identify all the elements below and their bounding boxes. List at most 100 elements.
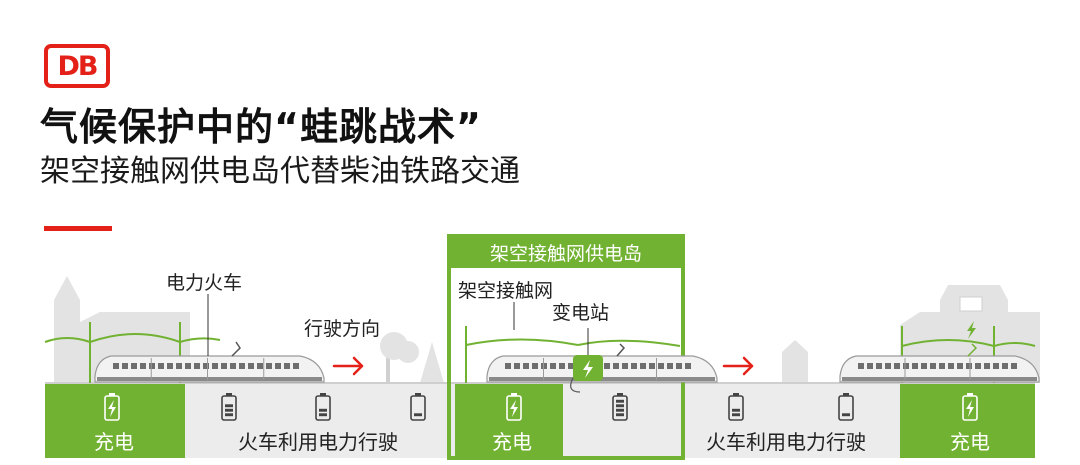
train-window (975, 363, 981, 369)
tree-trunk (386, 356, 390, 384)
battery-icon (221, 393, 237, 421)
train-window (676, 363, 682, 369)
tree-left-2 (397, 341, 419, 363)
lightning-icon (967, 321, 976, 339)
train-window (1011, 363, 1017, 369)
train-window (658, 363, 664, 369)
page-title: 气候保护中的“蛙跳战术” (40, 105, 482, 149)
train-window (158, 363, 164, 369)
db-logo: DB (44, 44, 110, 88)
arrow-right-icon-2 (722, 356, 754, 376)
train-stripe (842, 377, 1037, 381)
pantograph-left (231, 341, 241, 357)
train-window (930, 363, 936, 369)
substation-icon (570, 328, 603, 393)
train-window (912, 363, 918, 369)
train-window (176, 363, 182, 369)
train-window (239, 363, 245, 369)
train-window (939, 363, 945, 369)
train-window (685, 363, 691, 369)
ground-label-driving-left: 火车利用电力行驶 (238, 430, 398, 454)
pantograph-island (616, 343, 626, 357)
town-hall-window (959, 296, 983, 312)
lightning-icon (510, 400, 518, 417)
db-logo-text: DB (57, 50, 99, 82)
catenary-island (465, 326, 681, 383)
church-tower (54, 276, 80, 383)
train-window (185, 363, 191, 369)
train-window (167, 363, 173, 369)
train-window (631, 363, 637, 369)
train-window (894, 363, 900, 369)
battery-icon (104, 393, 120, 421)
train-window (140, 363, 146, 369)
train-window (559, 363, 565, 369)
battery-icon (315, 393, 331, 421)
train-window (667, 363, 673, 369)
train-window (275, 363, 281, 369)
train-window (957, 363, 963, 369)
train-window (921, 363, 927, 369)
train-window (604, 363, 610, 369)
train-window (613, 363, 619, 369)
label-electric-train: 电力火车 (166, 272, 243, 294)
train-window (230, 363, 236, 369)
battery-icon (962, 393, 978, 421)
label-catenary: 架空接触网 (458, 280, 554, 302)
train-window (131, 363, 137, 369)
train-left (94, 355, 325, 383)
train-window (984, 363, 990, 369)
train-window (966, 363, 972, 369)
train-window (149, 363, 155, 369)
label-substation: 变电站 (552, 302, 610, 324)
ground-label-driving-right: 火车利用电力行驶 (706, 430, 866, 454)
train-window (948, 363, 954, 369)
train-window (248, 363, 254, 369)
train-window (113, 363, 119, 369)
battery-icon (410, 393, 426, 421)
train-window (194, 363, 200, 369)
page-subtitle: 架空接触网供电岛代替柴油铁路交通 (40, 154, 520, 189)
arrow-right-icon (332, 356, 364, 376)
battery-icon (612, 393, 628, 421)
ground-label-charging-left: 充电 (94, 430, 134, 454)
red-divider (44, 226, 112, 231)
right-house (782, 340, 808, 383)
train-window (876, 363, 882, 369)
battery-icon (728, 393, 744, 421)
train-window (1002, 363, 1008, 369)
train-window (622, 363, 628, 369)
train-stripe (97, 377, 322, 381)
train-window (505, 363, 511, 369)
train-window (885, 363, 891, 369)
train-window (640, 363, 646, 369)
train-window (867, 363, 873, 369)
lightning-icon (108, 400, 116, 417)
train-window (212, 363, 218, 369)
battery-icon (506, 393, 522, 421)
train-window (284, 363, 290, 369)
lightning-icon (966, 400, 974, 417)
train-body (94, 355, 325, 383)
train-window (523, 363, 529, 369)
train-window (550, 363, 556, 369)
train-window (514, 363, 520, 369)
pantograph-right (967, 343, 978, 357)
battery-icon (838, 393, 854, 421)
train-window (532, 363, 538, 369)
train-window (858, 363, 864, 369)
catenary-island-header: 架空接触网供电岛 (449, 236, 683, 268)
train-window (568, 363, 574, 369)
train-window (122, 363, 128, 369)
train-window (257, 363, 263, 369)
ground-label-charging-middle: 充电 (492, 430, 532, 454)
train-window (293, 363, 299, 369)
battery-icons (104, 393, 978, 421)
train-window (203, 363, 209, 369)
label-direction: 行驶方向 (304, 318, 381, 340)
train-window (266, 363, 272, 369)
train-window (649, 363, 655, 369)
train-window (221, 363, 227, 369)
train-right (839, 355, 1040, 383)
